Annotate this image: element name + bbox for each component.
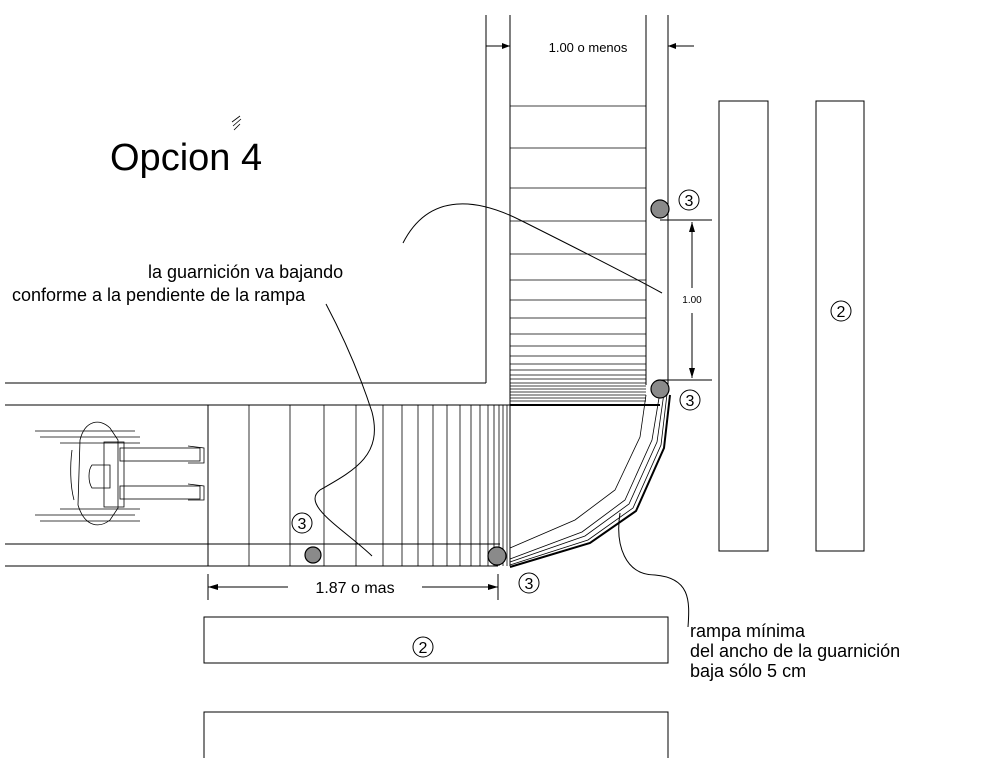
bollards (304, 199, 670, 566)
marker-circle (291, 512, 313, 534)
marker-label: 3 (525, 576, 534, 593)
wheelchair-icon (35, 421, 205, 526)
corner-ramp (509, 391, 671, 568)
note-ramp-line-2: del ancho de la guarnición (690, 641, 900, 661)
marker-label: 3 (686, 393, 695, 410)
crosswalk-bar-bottom-1 (203, 616, 669, 664)
note-curb-line-1: la guarnición va bajando (148, 262, 343, 282)
sidewalk-outlines (5, 15, 669, 567)
marker-circle (830, 300, 852, 322)
bollard-post (650, 199, 670, 219)
marker-circle (412, 636, 434, 658)
marker-label: 3 (685, 193, 694, 210)
marker-circle (679, 389, 701, 411)
crosswalk-blocks (203, 100, 865, 758)
horizontal-ramp-hatch (248, 405, 508, 566)
diagram-title: Opcion 4 (110, 137, 262, 179)
crosswalk-bar-right-2 (815, 100, 865, 552)
dimension-top: 1.00 o menos (486, 40, 694, 55)
marker-circle (518, 572, 540, 594)
accent-mark (231, 115, 242, 131)
note-ramp-line-3: baja sólo 5 cm (690, 661, 806, 681)
leader-lines (314, 203, 690, 628)
dimension-side: 1.00 (660, 219, 712, 381)
dimension-side-label: 1.00 (682, 295, 702, 306)
dimension-top-label: 1.00 o menos (549, 40, 628, 55)
crosswalk-bar-right-1 (718, 100, 769, 552)
marker-label: 2 (419, 640, 428, 657)
dimension-bottom: 1.87 o mas (207, 574, 499, 600)
marker-label: 3 (298, 516, 307, 533)
bollard-post (650, 379, 670, 399)
crosswalk-markers: 2 2 (412, 300, 852, 658)
bollard-post (304, 546, 322, 564)
crosswalk-bar-bottom-2 (203, 711, 669, 758)
vertical-ramp-hatch (510, 105, 646, 402)
note-ramp-line-1: rampa mínima (690, 621, 806, 641)
marker-label: 2 (837, 304, 846, 321)
bollard-markers: 3 3 3 3 (291, 189, 701, 594)
bollard-post (487, 546, 507, 566)
note-curb-line-2: conforme a la pendiente de la rampa (12, 285, 306, 305)
dimension-bottom-label: 1.87 o mas (315, 580, 394, 597)
marker-circle (678, 189, 700, 211)
